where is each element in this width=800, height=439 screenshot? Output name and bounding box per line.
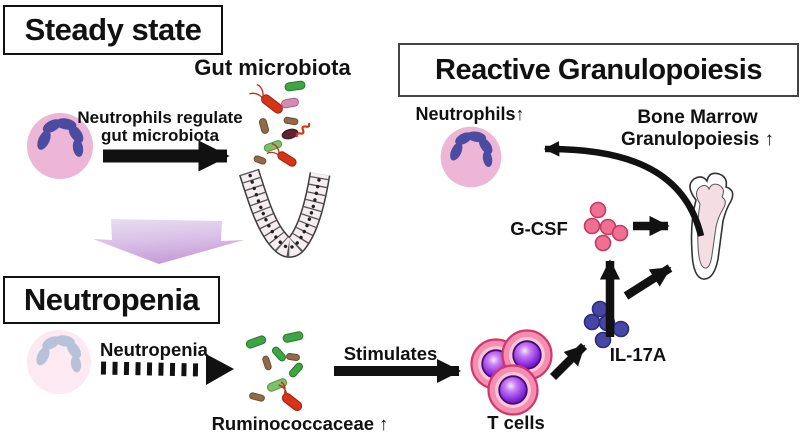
block-arrow-down-icon — [93, 219, 244, 264]
ruminococcaceae-bacteria-icon — [245, 331, 304, 412]
bone-marrow-caption: Bone Marrow Granulopoiesis ↑ — [595, 107, 800, 151]
neutrophil-cell-icon — [27, 113, 93, 179]
gut-microbiota-label: Gut microbiota — [194, 55, 351, 80]
neutrophils-regulate-line1: Neutrophils regulate — [77, 108, 243, 127]
il17a-to-bone-arrow — [623, 264, 673, 300]
neutrophils-regulate-caption: Neutrophils regulate gut microbiota — [70, 109, 250, 145]
bone-marrow-line2: Granulopoiesis ↑ — [620, 129, 775, 150]
bone-icon — [689, 172, 734, 280]
neutropenia-header: Neutropenia — [3, 276, 220, 324]
t-cells-label: T cells — [487, 412, 545, 433]
stimulates-label: Stimulates — [343, 343, 438, 364]
tcells-to-il17a-arrow — [549, 342, 588, 381]
curved-arrow-icon — [543, 141, 705, 237]
gut-crypt-icon — [239, 168, 331, 258]
il17a-label: IL-17A — [609, 344, 667, 365]
gcsf-molecules-icon — [583, 201, 629, 252]
ruminococcaceae-label: Ruminococcaceae ↑ — [211, 413, 389, 434]
neutrophils-up-label: Neutrophils↑ — [415, 104, 525, 124]
reactive-neutrophil-cell-icon — [440, 126, 502, 188]
gcsf-label: G-CSF — [510, 218, 568, 239]
dashed-arrow-icon — [100, 354, 234, 385]
t-cell-icon — [470, 329, 553, 416]
bone-marrow-line1: Bone Marrow — [637, 107, 758, 128]
faded-neutrophil-cell-icon — [27, 330, 91, 394]
neutropenia-arrow-caption: Neutropenia — [100, 339, 208, 360]
reactive-granulopoiesis-header: Reactive Granulopoiesis — [398, 43, 799, 97]
neutrophils-regulate-line2: gut microbiota — [100, 126, 220, 145]
steady-state-header: Steady state — [3, 5, 223, 55]
bacteria-cluster-icon — [249, 80, 311, 167]
